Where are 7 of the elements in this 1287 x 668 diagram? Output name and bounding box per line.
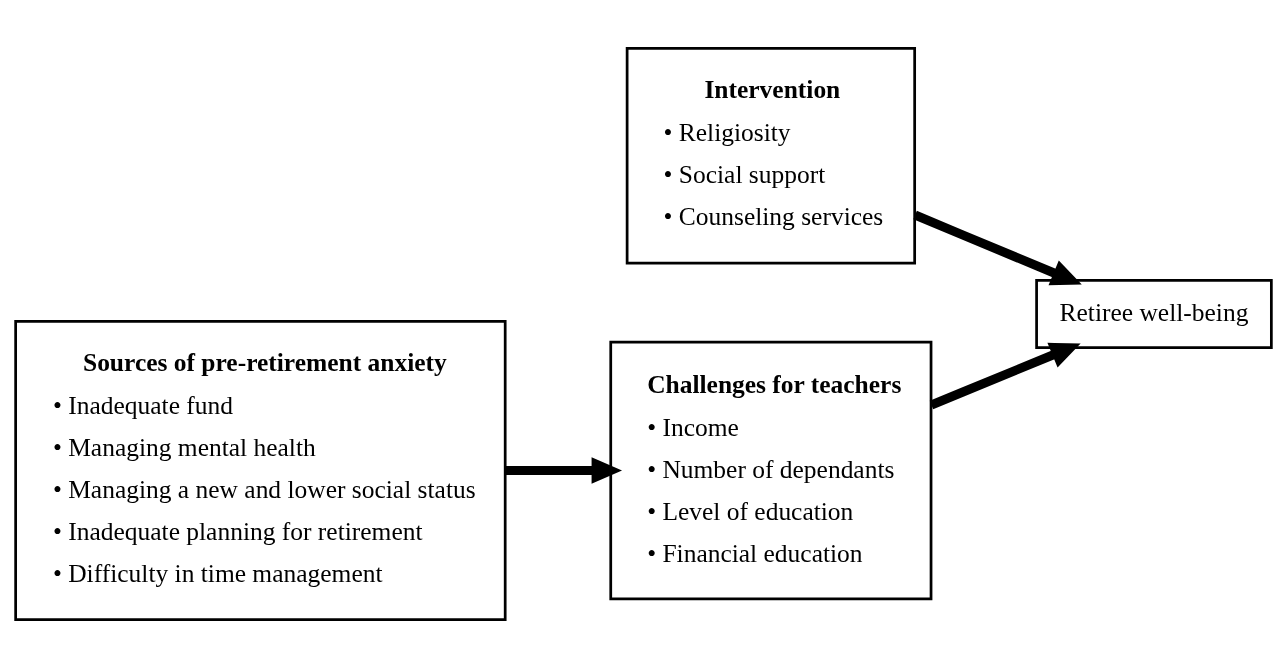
arrow xyxy=(929,342,1081,410)
node-box: Sources of pre-retirement anxiety • Inadequate fund • Managing mental health • Managing a new and lower social status • Inadequate planning for retirement • Difficulty in time management xyxy=(14,319,507,622)
node-box: Retiree well-being xyxy=(1035,278,1273,349)
node-box: Challenges for teachers • Income • Number of dependants • Level of education • Financial education xyxy=(609,340,933,601)
arrow xyxy=(505,457,623,484)
node-box: Intervention • Religiosity • Social support • Counseling services xyxy=(625,46,917,265)
arrow xyxy=(913,210,1082,286)
